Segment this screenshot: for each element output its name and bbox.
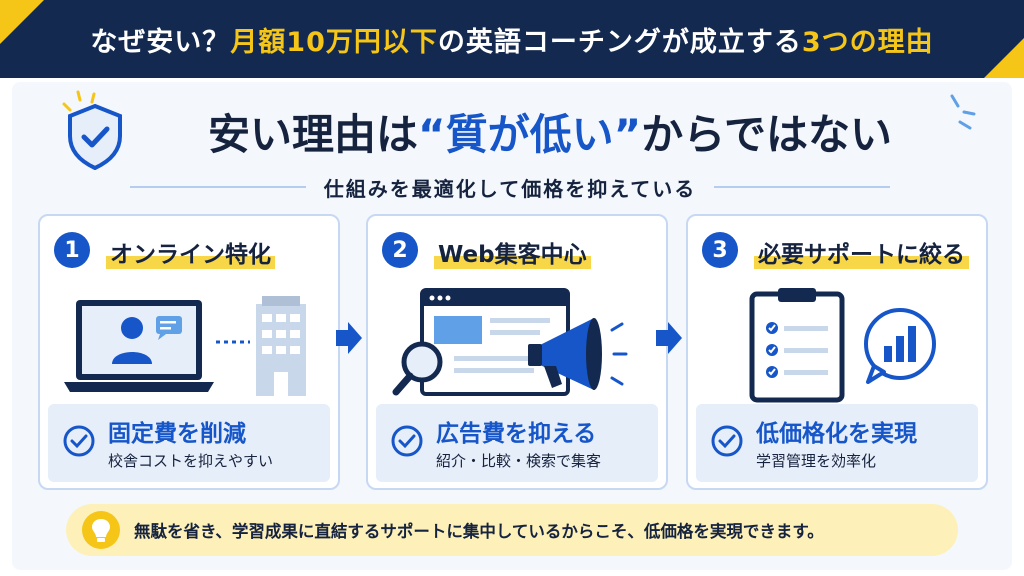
shield-check-icon: [62, 90, 122, 170]
check-circle-icon: [711, 425, 743, 457]
result-subtitle: 紹介・比較・検索で集客: [436, 452, 602, 470]
headline-text: 安い理由は: [208, 109, 419, 159]
subheadline-text: 仕組みを最適化して価格を抑えている: [323, 176, 697, 201]
result-box: 固定費を削減 校舎コストを抑えやすい: [48, 404, 330, 482]
arrow-right-icon: [336, 322, 362, 354]
summary-note-text: 無駄を省き、学習成果に直結するサポートに集中しているからこそ、低価格を実現できま…: [134, 522, 824, 541]
lightbulb-icon: [82, 511, 120, 549]
web-marketing-illustration: [392, 288, 628, 396]
result-title: 固定費を削減: [108, 421, 246, 447]
support-illustration: [749, 288, 936, 403]
magnifier-icon: [392, 341, 443, 396]
arrow-right-icon: [656, 322, 682, 354]
laptop-user-icon: [64, 300, 214, 392]
headline-text: からではない: [641, 109, 892, 159]
divider: [714, 186, 890, 188]
building-icon: [256, 296, 306, 396]
headline: 安い理由は“質が低い”からではない: [150, 100, 950, 162]
banner-text-highlight: 3つの理由: [801, 26, 934, 58]
result-subtitle: 校舎コストを抑えやすい: [108, 452, 274, 470]
subheadline: 仕組みを最適化して価格を抑えている: [130, 172, 890, 202]
sparkle-icon: [950, 94, 976, 130]
result-box: 広告費を抑える 紹介・比較・検索で集客: [376, 404, 658, 482]
card-title-text: Web集客中心: [434, 235, 591, 269]
check-circle-icon: [63, 425, 95, 457]
step-number: 3: [702, 232, 738, 268]
headline-quote: “質が低い”: [418, 109, 642, 159]
reason-card-2: 2 Web集客中心 広告費を抑える 紹介・比較・検索で集客: [366, 214, 668, 490]
banner-text: の英語コーチングが成立する: [437, 26, 802, 58]
divider: [130, 186, 306, 188]
banner-text: なぜ安い？: [90, 26, 231, 58]
step-number: 1: [54, 232, 90, 268]
banner-text-highlight: 月額10万円以下: [230, 26, 438, 58]
result-title: 広告費を抑える: [436, 421, 597, 447]
banner-corner-accent: [984, 38, 1024, 78]
laptop-user-illustration: [64, 296, 306, 396]
card-title: オンライン特化: [106, 234, 328, 270]
result-box: 低価格化を実現 学習管理を効率化: [696, 404, 978, 482]
result-subtitle: 学習管理を効率化: [756, 452, 877, 470]
card-title-text: オンライン特化: [106, 235, 275, 269]
banner-corner-accent: [0, 0, 44, 44]
card-title: Web集客中心: [434, 234, 656, 270]
reason-card-1: 1 オンライン特化 固定費を削減 校舎コストを抑えやすい: [38, 214, 340, 490]
summary-note: 無駄を省き、学習成果に直結するサポートに集中しているからこそ、低価格を実現できま…: [66, 504, 958, 556]
chart-bubble-icon: [864, 308, 936, 384]
card-title-text: 必要サポートに絞る: [754, 235, 969, 269]
reason-card-3: 3 必要サポートに絞る 低価格化を実現 学習管理を効率化: [686, 214, 988, 490]
clipboard-checklist-icon: [749, 288, 845, 403]
browser-icon: [420, 288, 570, 396]
check-circle-icon: [391, 425, 423, 457]
result-title: 低価格化を実現: [756, 421, 917, 447]
megaphone-icon: [528, 318, 628, 390]
step-number: 2: [382, 232, 418, 268]
card-title: 必要サポートに絞る: [754, 234, 976, 270]
